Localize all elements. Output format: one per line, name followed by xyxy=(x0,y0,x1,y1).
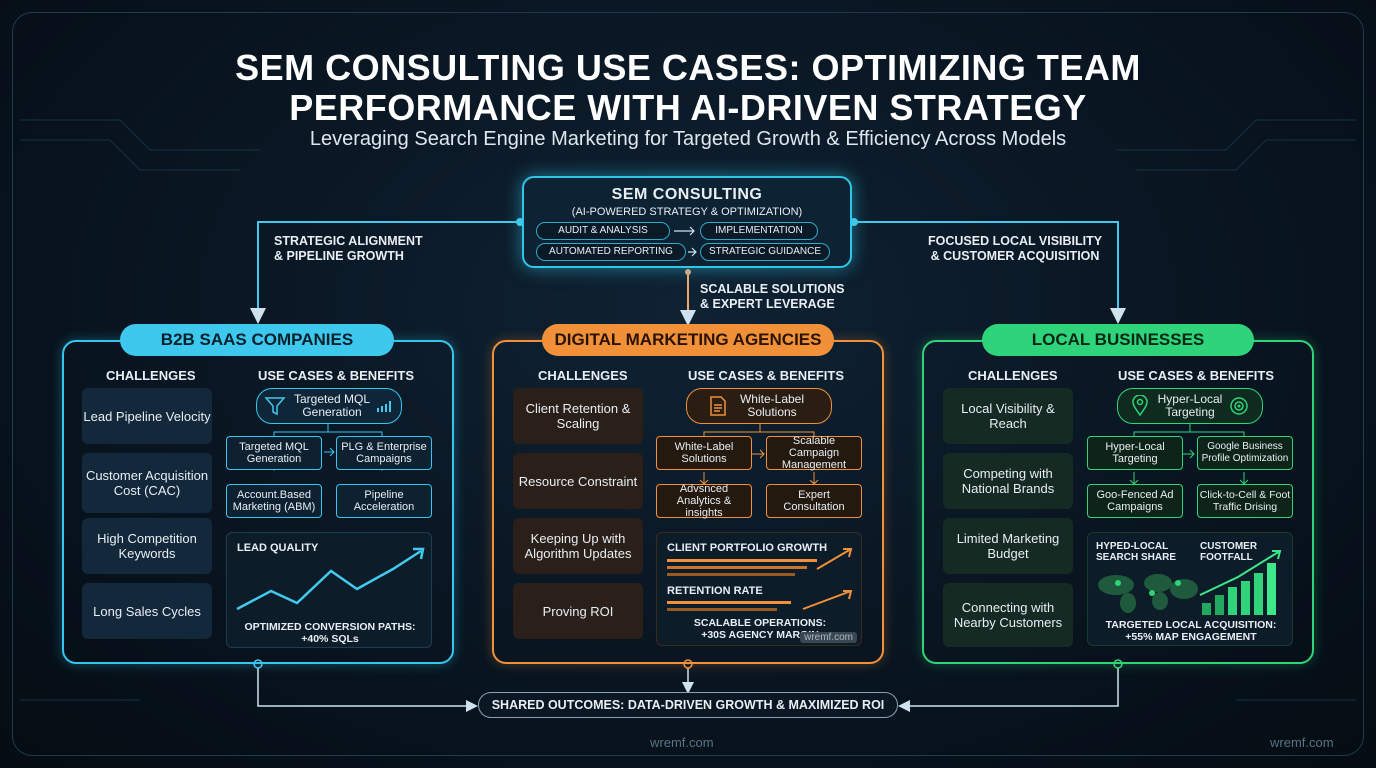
b2b-usecases-label: USE CASES & BENEFITS xyxy=(258,368,415,383)
panel-header-local: LOCAL BUSINESSES xyxy=(982,324,1254,356)
b2b-chart-caption: OPTIMIZED CONVERSION PATHS: +40% SQLs xyxy=(227,621,433,645)
b2b-lead-quality-chart: LEAD QUALITY OPTIMIZED CONVERSION PATHS:… xyxy=(226,532,432,648)
local-challenge-4: Connecting with Nearby Customers xyxy=(943,583,1073,647)
panel-header-agency: DIGITAL MARKETING AGENCIES xyxy=(542,324,834,356)
b2b-challenge-2: Customer Acquisition Cost (CAC) xyxy=(82,453,212,513)
bar-trend-icon xyxy=(377,401,391,412)
local-chart-label2a: CUSTOMER xyxy=(1200,541,1258,552)
flow-label-center: SCALABLE SOLUTIONS & EXPERT LEVERAGE xyxy=(700,282,844,312)
local-challenge-1: Local Visibility & Reach xyxy=(943,388,1073,444)
agency-chart-caption1: SCALABLE OPERATIONS: xyxy=(693,617,827,629)
local-chart-label2: CUSTOMER FOOTFALL xyxy=(1200,541,1257,563)
hub-subtitle: (AI-POWERED STRATEGY & OPTIMIZATION) xyxy=(571,206,803,218)
local-usecase-2: Google Business Profile Optimization xyxy=(1197,436,1293,470)
agency-growth-chart: CLIENT PORTFOLIO GROWTH RETENTION RATE S… xyxy=(656,532,862,646)
flow-right-line1: FOCUSED LOCAL VISIBILITY xyxy=(928,234,1103,248)
funnel-icon xyxy=(264,397,286,416)
flow-center-line2: & EXPERT LEVERAGE xyxy=(700,297,835,311)
watermark-center: wremf.com xyxy=(650,735,714,750)
local-top-usecase: Hyper-Local Targeting xyxy=(1117,388,1263,424)
local-chart-label1b: SEARCH SHARE xyxy=(1096,552,1177,563)
flow-center-line1: SCALABLE SOLUTIONS xyxy=(700,282,845,296)
hub-pill-guidance: STRATEGIC GUIDANCE xyxy=(700,243,830,261)
b2b-usecase-4: Pipeline Acceleration xyxy=(336,484,432,518)
local-top-usecase-label: Hyper-Local Targeting xyxy=(1157,392,1223,419)
local-chart-label1: HYPED-LOCAL SEARCH SHARE xyxy=(1096,541,1176,563)
b2b-chart-caption2: +40% SQLs xyxy=(301,633,359,645)
local-map-and-bars xyxy=(1098,550,1282,615)
local-usecase-3: Goo-Fenced Ad Campaigns xyxy=(1087,484,1183,518)
agency-bars xyxy=(667,548,853,611)
local-challenge-2: Competing with National Brands xyxy=(943,453,1073,509)
agency-challenges-label: CHALLENGES xyxy=(538,368,628,383)
b2b-challenge-3: High Competition Keywords xyxy=(82,518,212,574)
agency-chart-caption2: +30S AGENCY MARGIN xyxy=(701,629,819,641)
local-acquisition-chart: HYPED-LOCAL SEARCH SHARE CUSTOMER FOOTFA… xyxy=(1087,532,1293,646)
local-chart-caption2: +55% MAP ENGAGEMENT xyxy=(1125,631,1257,643)
document-icon xyxy=(710,396,726,416)
local-chart-caption1: TARGETED LOCAL ACQUISITION: xyxy=(1105,619,1277,631)
outer-frame xyxy=(12,12,1364,756)
b2b-challenge-1: Lead Pipeline Velocity xyxy=(82,388,212,444)
agency-challenge-1: Client Retention & Scaling xyxy=(513,388,643,444)
hub-pill-arrows xyxy=(674,226,697,257)
agency-chart-label1: CLIENT PORTFOLIO GROWTH xyxy=(667,542,828,554)
b2b-top-usecase-label: Targeted MQL Generation xyxy=(293,392,371,419)
b2b-chart-caption1: OPTIMIZED CONVERSION PATHS: xyxy=(244,621,416,633)
local-usecase-4: Click-to-Cell & Foot Traffic Drising xyxy=(1197,484,1293,518)
agency-usecases-label: USE CASES & BENEFITS xyxy=(688,368,845,383)
agency-usecase-1: White-Label Solutions xyxy=(656,436,752,470)
local-challenges-label: CHALLENGES xyxy=(968,368,1058,383)
sem-consulting-hub: SEM CONSULTING (AI-POWERED STRATEGY & OP… xyxy=(522,176,852,268)
flow-label-right: FOCUSED LOCAL VISIBILITY & CUSTOMER ACQU… xyxy=(928,234,1102,264)
flow-left-line2: & PIPELINE GROWTH xyxy=(274,249,404,263)
flow-left-line1: STRATEGIC ALIGNMENT xyxy=(274,234,423,248)
watermark-right: wremf.com xyxy=(1270,735,1334,750)
b2b-challenges-label: CHALLENGES xyxy=(106,368,196,383)
agency-usecase-2: Scalable Campaign Management xyxy=(766,435,862,471)
flow-label-left: STRATEGIC ALIGNMENT & PIPELINE GROWTH xyxy=(274,234,423,264)
panel-header-b2b: B2B SAAS COMPANIES xyxy=(120,324,394,356)
target-icon xyxy=(1230,397,1248,415)
agency-chart-label2: RETENTION RATE xyxy=(667,585,763,597)
local-usecases-label: USE CASES & BENEFITS xyxy=(1118,368,1275,383)
shared-outcomes-bar: SHARED OUTCOMES: DATA-DRIVEN GROWTH & MA… xyxy=(478,692,898,718)
map-pin-icon xyxy=(1132,395,1148,417)
local-chart-label2b: FOOTFALL xyxy=(1200,552,1253,563)
b2b-usecase-1: Targeted MQL Generation xyxy=(226,436,322,470)
page-subtitle: Leveraging Search Engine Marketing for T… xyxy=(309,128,1067,150)
hub-pill-implementation: IMPLEMENTATION xyxy=(700,222,818,240)
agency-challenge-4: Proving ROI xyxy=(513,583,643,639)
agency-chart-watermark: wremf.com xyxy=(800,632,857,643)
agency-challenge-2: Resource Constraint xyxy=(513,453,643,509)
local-chart-caption: TARGETED LOCAL ACQUISITION: +55% MAP ENG… xyxy=(1088,619,1294,643)
hub-pill-reporting: AUTOMATED REPORTING xyxy=(536,243,686,261)
hub-title: SEM CONSULTING xyxy=(611,186,763,203)
b2b-usecase-2: PLG & Enterprise Campaigns xyxy=(336,436,432,470)
b2b-top-usecase: Targeted MQL Generation xyxy=(256,388,402,424)
agency-usecase-3: Advsnced Analytics & insights xyxy=(656,483,752,519)
b2b-trend-line xyxy=(236,547,425,611)
local-chart-label1a: HYPED-LOCAL xyxy=(1096,541,1169,552)
b2b-chart-label: LEAD QUALITY xyxy=(237,542,319,554)
agency-chart-caption: SCALABLE OPERATIONS: +30S AGENCY MARGIN xyxy=(657,617,863,641)
agency-usecase-4: Expert Consultation xyxy=(766,484,862,518)
page-title-line2: PERFORMANCE WITH AI-DRIVEN STRATEGY xyxy=(289,87,1087,128)
agency-top-usecase-label: White-Label Solutions xyxy=(739,392,805,419)
agency-top-usecase: White-Label Solutions xyxy=(686,388,832,424)
hub-pill-audit: AUDIT & ANALYSIS xyxy=(536,222,670,240)
local-usecase-1: Hyper-Local Targeting xyxy=(1087,436,1183,470)
flow-right-line2: & CUSTOMER ACQUISITION xyxy=(930,249,1100,263)
b2b-usecase-3: Account.Based Marketing (ABM) xyxy=(226,484,322,518)
b2b-challenge-4: Long Sales Cycles xyxy=(82,583,212,639)
agency-challenge-3: Keeping Up with Algorithm Updates xyxy=(513,518,643,574)
world-map-icon xyxy=(1098,574,1198,613)
local-challenge-3: Limited Marketing Budget xyxy=(943,518,1073,574)
page-title-line1: SEM CONSULTING USE CASES: OPTIMIZING TEA… xyxy=(235,47,1141,88)
